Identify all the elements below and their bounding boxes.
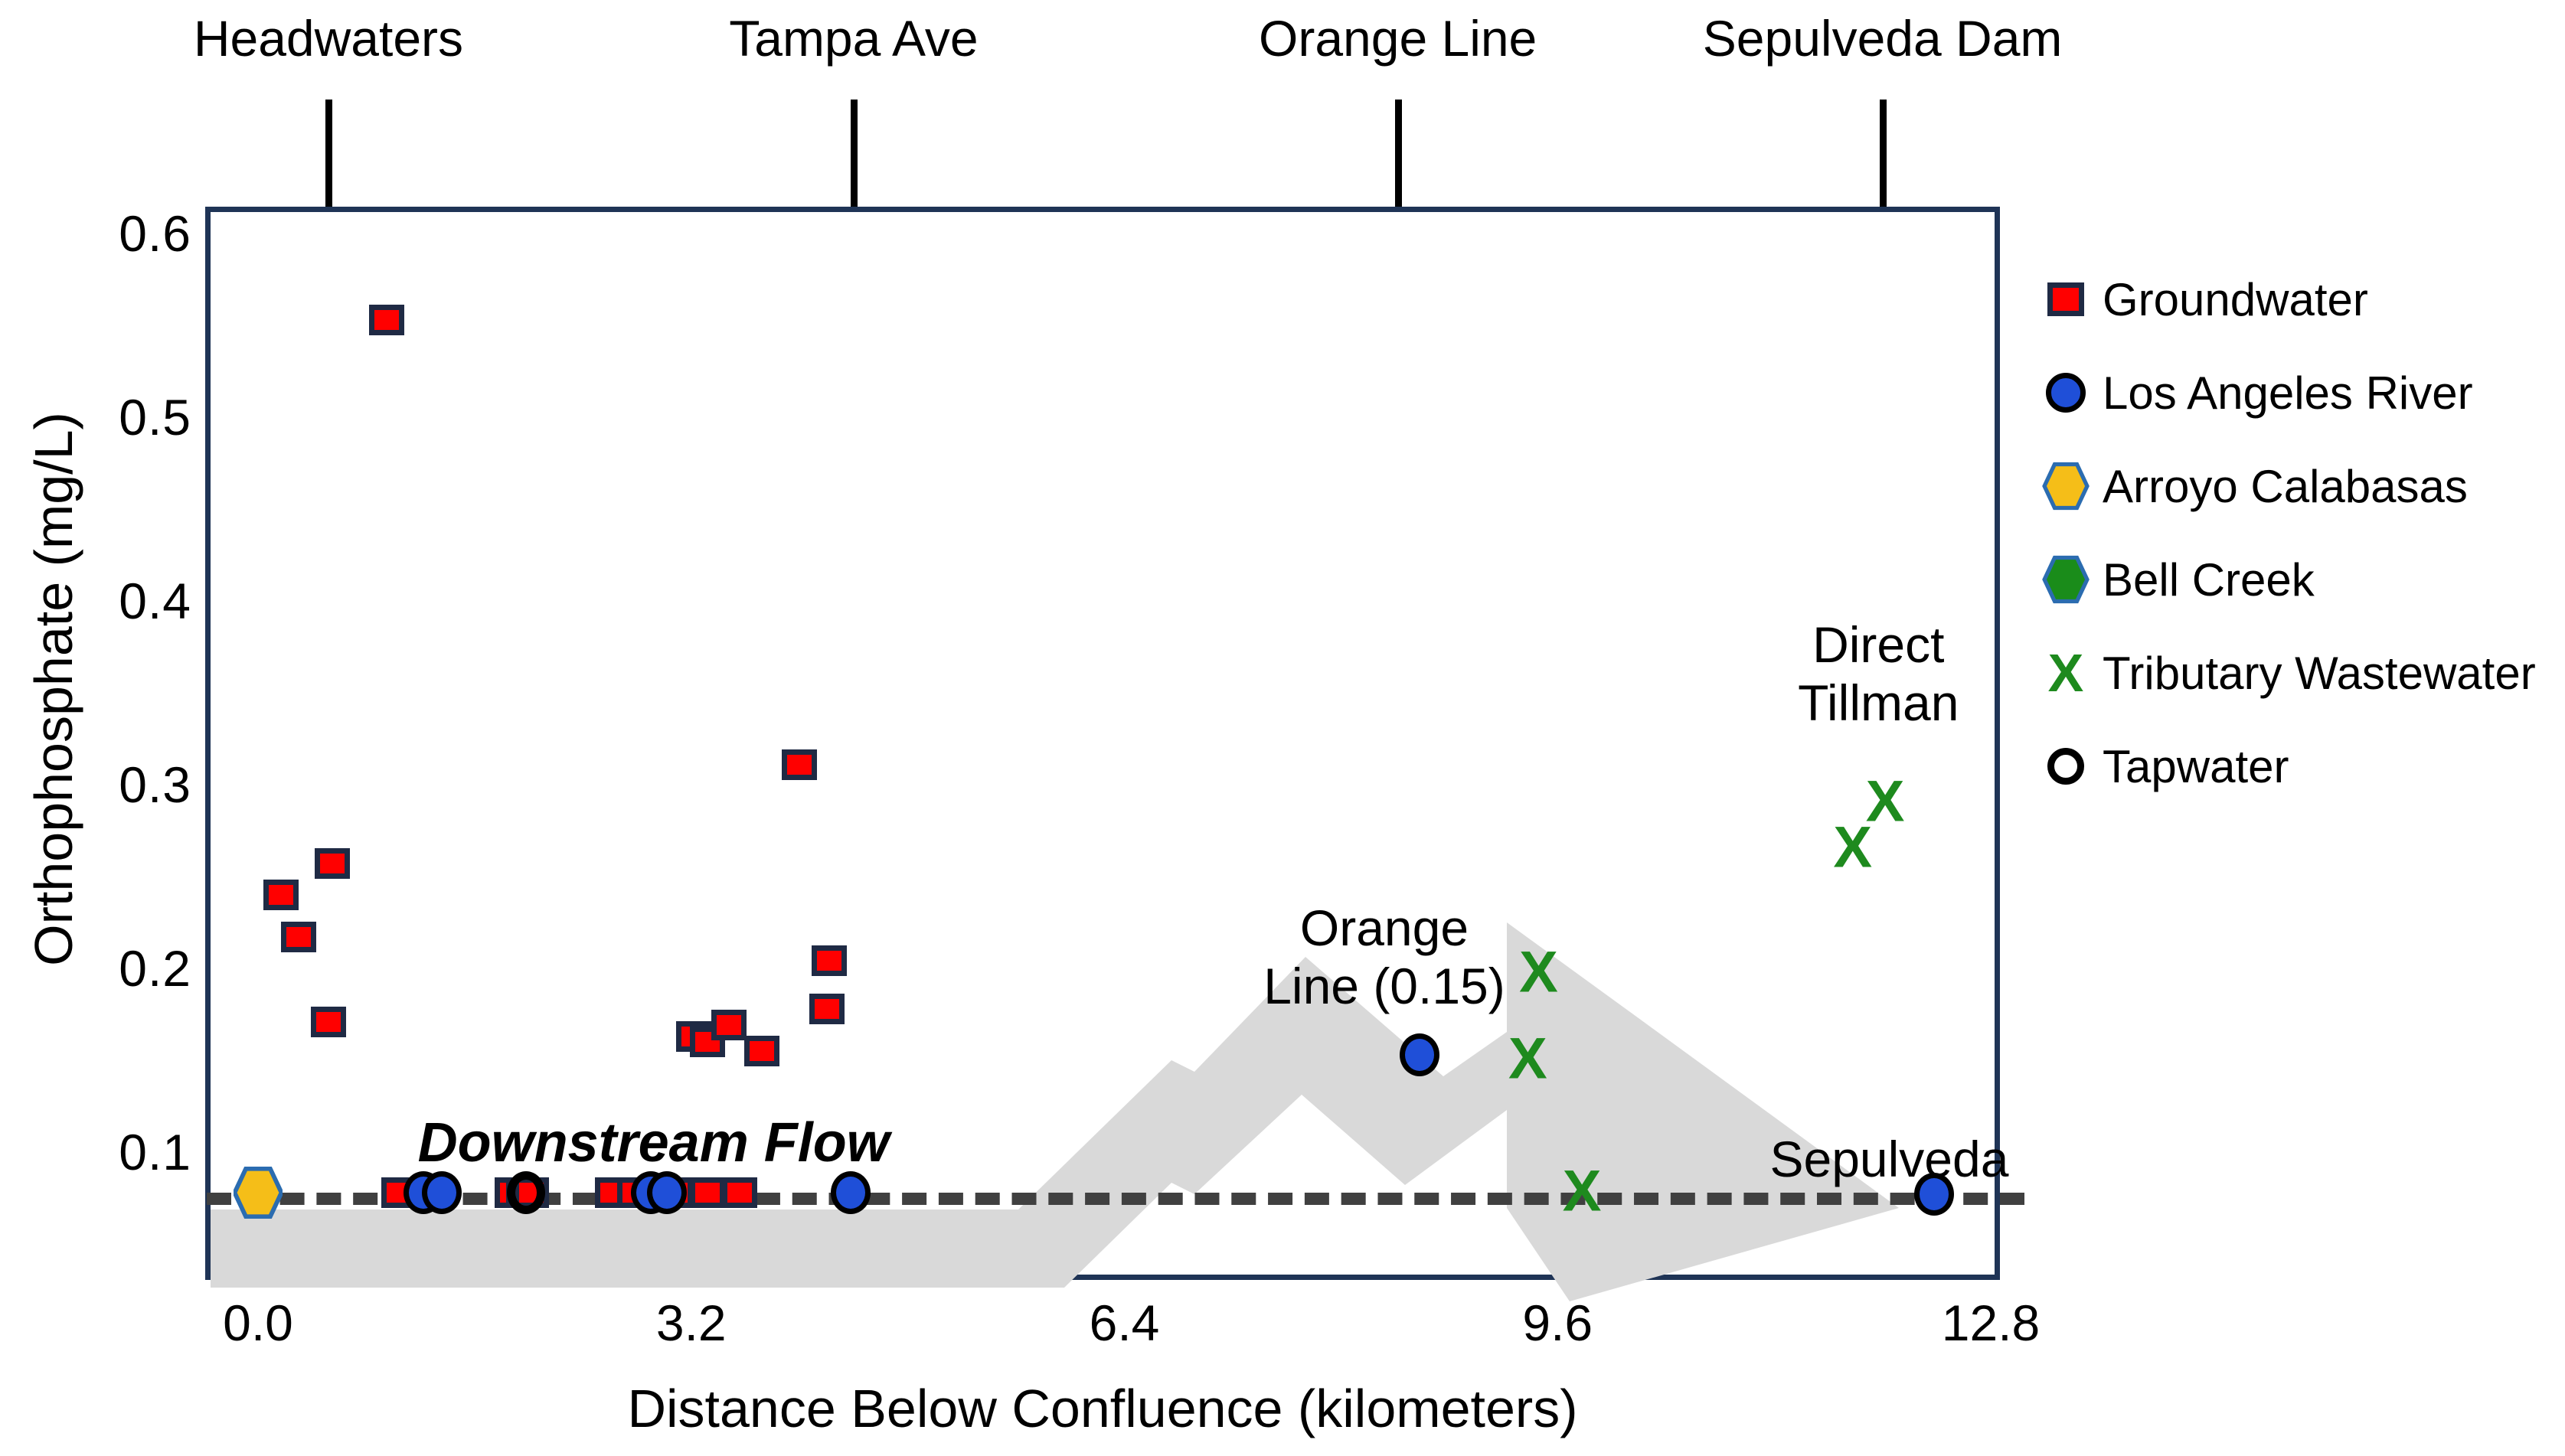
annotation-direct-tillman-line2: Tillman [1798,674,1959,732]
data-point-los-angeles-river [422,1170,462,1214]
y-axis-title: Orthophosphate (mg/L) [24,412,83,966]
data-point-groundwater [368,304,404,335]
data-point-tributary-wastewater: X [1562,1158,1602,1224]
data-point-groundwater [812,945,848,977]
data-point-groundwater [281,922,317,953]
legend-symbol-circle-icon [2029,373,2103,413]
x-axis-tick-label: 6.4 [1089,1294,1160,1351]
annotation-orange-line-line1: Orange [1299,899,1469,956]
data-point-tributary-wastewater: X [1508,1026,1547,1092]
data-point-groundwater [310,1006,346,1037]
data-point-groundwater [263,880,299,910]
site-label-orange-line: Orange Line [1259,10,1537,67]
annotation-orange-line-line2: Line (0.15) [1263,957,1505,1014]
legend-item-tributary-wastewater[interactable]: X Tributary Wastewater [2029,626,2565,720]
site-label-tampa-ave: Tampa Ave [729,10,979,67]
legend-item-tapwater[interactable]: Tapwater [2029,720,2565,813]
legend-label: Arroyo Calabasas [2103,460,2468,512]
data-point-tributary-wastewater: X [1833,815,1873,880]
legend-label: Tributary Wastewater [2103,647,2536,699]
data-point-tributary-wastewater: X [1865,769,1905,834]
y-axis-tick-label: 0.1 [119,1124,191,1180]
legend-label: Los Angeles River [2103,367,2473,419]
legend-item-groundwater[interactable]: Groundwater [2029,253,2565,346]
x-axis-tick-label: 12.8 [1941,1294,2041,1351]
site-label-sepulveda-dam: Sepulveda Dam [1702,10,2063,67]
data-point-los-angeles-river [1913,1173,1954,1216]
legend-symbol-square-icon [2029,282,2103,316]
x-axis-tick-label: 0.0 [223,1294,293,1351]
x-axis-tick-label: 9.6 [1522,1294,1593,1351]
legend-symbol-x-icon: X [2047,643,2084,703]
legend-symbol-hexagon-icon [2029,462,2103,511]
data-point-los-angeles-river [1399,1033,1439,1076]
baseline-dashed-line [206,1192,2025,1205]
legend-label: Bell Creek [2103,553,2315,606]
x-axis-title: Distance Below Confluence (kilometers) [627,1379,1578,1438]
data-point-tapwater [507,1170,546,1214]
site-label-headwaters: Headwaters [193,10,464,67]
y-axis-tick-label: 0.4 [119,573,191,629]
data-point-tributary-wastewater: X [1519,939,1558,1005]
y-axis-tick-column: 0.1 0.2 0.3 0.4 0.5 0.6 [0,0,191,1456]
legend-symbol-hexagon-icon [2029,555,2103,604]
data-point-groundwater [782,749,818,780]
y-axis-tick-label: 0.3 [119,756,191,813]
data-point-los-angeles-river [646,1170,687,1214]
x-axis-tick-label: 3.2 [655,1294,727,1351]
data-point-groundwater [315,848,351,880]
legend-item-los-angeles-river[interactable]: Los Angeles River [2029,346,2565,439]
data-point-groundwater [711,1010,747,1041]
legend-item-bell-creek[interactable]: Bell Creek [2029,533,2565,626]
y-axis-tick-label: 0.6 [119,205,191,262]
legend-item-arroyo-calabasas[interactable]: Arroyo Calabasas [2029,439,2565,533]
y-axis-tick-label: 0.5 [119,389,191,446]
y-axis-tick-label: 0.2 [119,940,191,997]
annotation-sepulveda: Sepulveda [1769,1131,2009,1188]
legend-label: Tapwater [2103,740,2289,792]
legend-symbol-open-circle-icon [2029,748,2103,785]
legend-label: Groundwater [2103,273,2368,325]
data-point-groundwater [743,1036,779,1066]
annotation-direct-tillman-line1: Direct [1812,616,1945,674]
data-point-groundwater [722,1177,758,1208]
data-point-groundwater [809,993,845,1024]
data-point-arroyo-calabasas [232,1166,284,1219]
data-point-groundwater [689,1177,725,1208]
data-point-los-angeles-river [831,1170,871,1214]
annotation-downstream-flow: Downstream Flow [417,1112,890,1174]
